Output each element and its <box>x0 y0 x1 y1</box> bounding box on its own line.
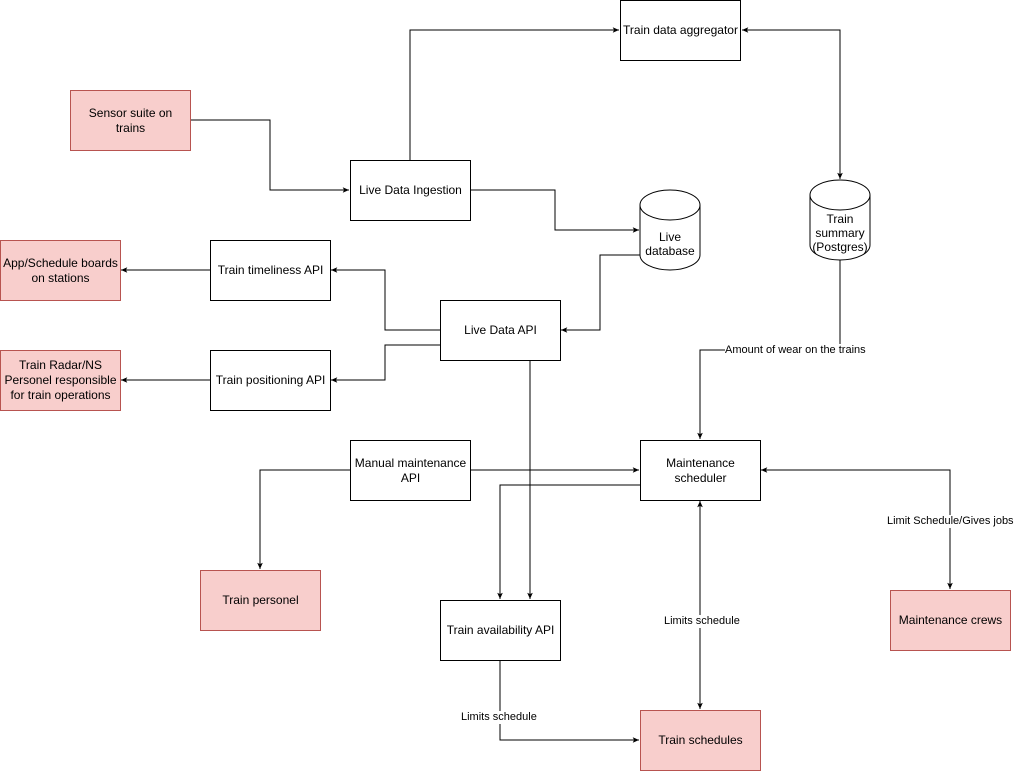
live-data-ingestion-node: Live Data Ingestion <box>350 160 471 221</box>
live-database-label: Live database <box>645 230 695 258</box>
live-data-ingestion-label: Live Data Ingestion <box>359 183 462 197</box>
train-summary-cylinder <box>809 179 871 261</box>
app-schedule-boards-node: App/Schedule boards on stations <box>0 240 121 301</box>
train-positioning-api-label: Train positioning API <box>215 373 326 387</box>
train-schedules-label: Train schedules <box>658 733 743 747</box>
edge-availability-to-schedules <box>499 660 639 743</box>
train-timeliness-api-node: Train timeliness API <box>210 240 331 301</box>
manual-maintenance-api-label: Manual maintenance API <box>354 455 467 485</box>
live-data-api-node: Live Data API <box>440 300 561 361</box>
train-availability-api-node: Train availability API <box>440 600 561 661</box>
edge-label-wear: Amount of wear on the trains <box>725 344 866 357</box>
train-schedules-node: Train schedules <box>640 710 761 771</box>
edge-label-limits-schedule-scheduler: Limits schedule <box>664 615 740 628</box>
train-personel-label: Train personel <box>222 593 299 607</box>
edge-aggregator-summary <box>742 27 843 179</box>
train-radar-node: Train Radar/NS Personel responsible for … <box>0 350 121 411</box>
edge-sensor-to-ingestion <box>190 119 349 193</box>
maintenance-crews-node: Maintenance crews <box>890 590 1011 651</box>
edge-label-limit-gives-jobs: Limit Schedule/Gives jobs <box>887 515 1014 528</box>
maintenance-scheduler-label: Maintenance scheduler <box>666 455 735 485</box>
edge-ingestion-to-aggregator <box>409 27 619 160</box>
sensor-suite-node: Sensor suite on trains <box>70 90 191 151</box>
edge-label-limits-schedule-availability: Limits schedule <box>461 711 537 724</box>
train-summary-label: Train summary (Postgres) <box>812 212 868 254</box>
live-data-api-label: Live Data API <box>464 323 537 337</box>
edge-livedb-to-liveapi <box>561 254 640 333</box>
train-personel-node: Train personel <box>200 570 321 631</box>
train-data-aggregator-label: Train data aggregator <box>623 23 738 37</box>
edge-manual-to-personel <box>257 469 350 569</box>
train-radar-label: Train Radar/NS Personel responsible for … <box>4 358 117 402</box>
app-schedule-boards-label: App/Schedule boards on stations <box>3 255 118 285</box>
live-database-cylinder <box>639 189 701 271</box>
edge-ingestion-to-livedb <box>470 189 639 233</box>
edge-scheduler-to-availability <box>497 484 640 599</box>
train-availability-api-label: Train availability API <box>446 623 555 637</box>
manual-maintenance-api-node: Manual maintenance API <box>350 440 471 501</box>
train-data-aggregator-node: Train data aggregator <box>620 0 741 61</box>
edge-liveapi-to-timeliness <box>331 267 440 331</box>
train-positioning-api-node: Train positioning API <box>210 350 331 411</box>
sensor-suite-label: Sensor suite on trains <box>88 105 173 135</box>
train-timeliness-api-label: Train timeliness API <box>217 263 324 277</box>
edge-liveapi-to-positioning <box>331 344 440 383</box>
maintenance-scheduler-node: Maintenance scheduler <box>640 440 761 501</box>
maintenance-crews-label: Maintenance crews <box>898 613 1003 627</box>
edge-scheduler-crews <box>761 467 953 589</box>
